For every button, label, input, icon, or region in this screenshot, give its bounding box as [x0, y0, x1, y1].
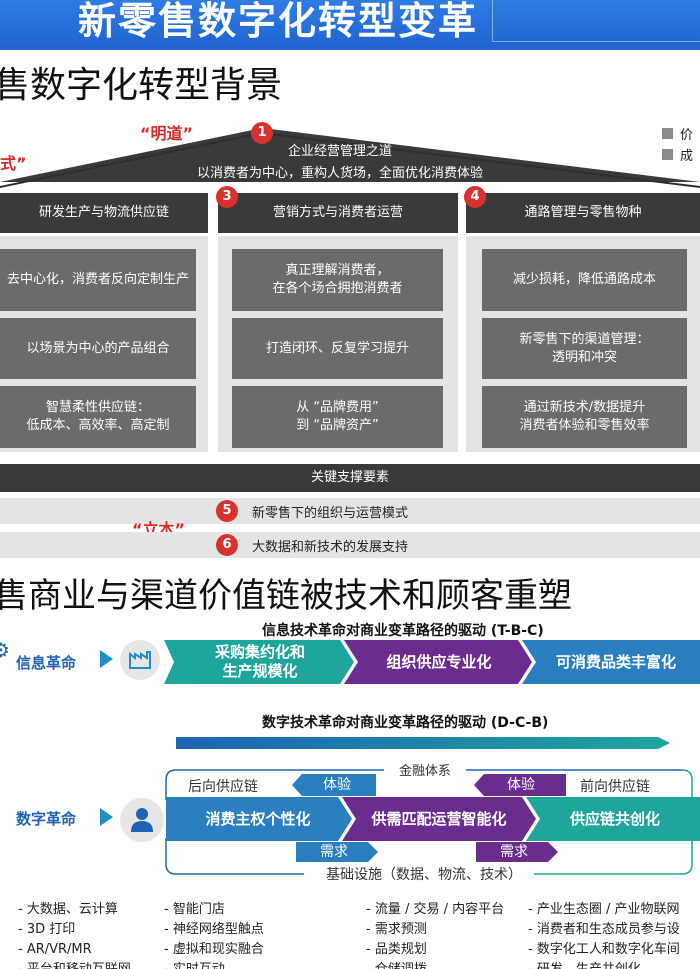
- banner-frame: [492, 0, 700, 42]
- pillar-cell: 通过新技术/数据提升 消费者体验和零售效率: [482, 386, 687, 448]
- digital-long-arrow: [176, 737, 670, 749]
- experience-arrow-right: [474, 774, 566, 796]
- demand-arrow-right: [476, 842, 558, 862]
- back-chain-label: 后向供应链: [188, 779, 258, 795]
- legend-square-1: [662, 128, 673, 139]
- digital-chevron-2: 供需匹配运营智能化: [371, 809, 507, 828]
- front-chain-label: 前向供应链: [580, 779, 650, 795]
- support-title-bar: 关键支撑要素: [0, 464, 700, 492]
- legend-label-2: 成: [680, 149, 694, 164]
- info-chevron-1: 采购集约化和 生产规模化: [214, 643, 305, 680]
- demand-arrow-left: [296, 842, 378, 862]
- digital-revolution-label: 数字革命: [16, 810, 77, 828]
- left-mark-label: 式”: [0, 154, 27, 173]
- list-item: - 数字化工人和数字化车间: [528, 942, 680, 957]
- demand-left-label: 需求: [320, 844, 348, 860]
- user-icon: [131, 808, 153, 832]
- pillar-cell: 从 “品牌费用” 到 “品牌资产”: [232, 386, 443, 448]
- pillar-cell: 以场景为中心的产品组合: [0, 318, 196, 379]
- digital-heading: 数字技术革命对商业变革路径的驱动 (D-C-B): [262, 715, 549, 731]
- list-item: - 实时互动: [164, 960, 264, 969]
- pillar-cell: 新零售下的渠道管理： 透明和冲突: [482, 318, 687, 379]
- roof-title: 企业经营管理之道: [287, 144, 392, 159]
- info-chevrons: [164, 640, 700, 684]
- support-row-bg: [0, 532, 700, 558]
- roof-subtitle: 以消费者为中心，重构人货场，全面优化消费体验: [196, 166, 483, 181]
- operations-list: - 流量 / 交易 / 内容平台 - 需求预测 - 品类规划 - 仓储调拨: [366, 900, 504, 969]
- mingdao-label: “明道”: [140, 124, 194, 143]
- pillar-cell: 减少损耗，降低通路成本: [482, 249, 687, 311]
- list-item: - 需求预测: [366, 922, 427, 937]
- info-revolution-label: 信息革命: [16, 654, 77, 672]
- gear-icon: ⚙: [0, 638, 10, 662]
- info-chevron-2: 组织供应专业化: [386, 652, 492, 671]
- list-item: - 大数据、云计算: [18, 902, 118, 917]
- infrastructure-label: 基础设施（数据、物流、技术）: [326, 867, 522, 883]
- factory-icon: [129, 651, 151, 669]
- top-banner: 新零售数字化转型变革: [0, 0, 700, 50]
- digital-chevron-1: 消费主权个性化: [205, 809, 311, 828]
- number-badge-5: 5: [216, 500, 238, 522]
- support-row-text: 新零售下的组织与运营模式: [252, 506, 409, 521]
- support-row-bg: [0, 498, 700, 524]
- number-badge-4: 4: [464, 186, 486, 208]
- number-badge-3: 3: [216, 186, 238, 208]
- house-roof: [0, 128, 700, 188]
- info-chevron-3: 可消费品类丰富化: [555, 652, 676, 671]
- list-item: - 仓储调拨: [366, 960, 504, 969]
- list-item: - 品类规划: [366, 942, 427, 957]
- factory-icon-bg: [120, 640, 160, 680]
- play-arrow-icon: [100, 808, 113, 826]
- section1-title: 售数字化转型背景: [0, 65, 283, 106]
- number-badge-1: 1: [251, 122, 273, 144]
- finance-label: 金融体系: [398, 764, 451, 779]
- banner-title: 新零售数字化转型变革: [78, 0, 479, 43]
- pillar-head-marketing: 营销方式与消费者运营: [218, 193, 458, 233]
- experience-arrow-left: [292, 774, 376, 796]
- pillar-cell: 打造闭环、反复学习提升: [232, 318, 443, 379]
- pillar-head-supply: 研发生产与物流供应链: [0, 193, 208, 233]
- number-badge-6: 6: [216, 534, 238, 556]
- list-item: - AR/VR/MR: [18, 942, 92, 957]
- pillar-cell: 去中心化，消费者反向定制生产: [0, 249, 196, 311]
- store-list: - 智能门店 - 神经网络型触点 - 虚拟和现实融合 - 实时互动: [164, 900, 264, 969]
- ecosystem-list: - 产业生态圈 / 产业物联网 - 消费者和生态成员参与设 - 数字化工人和数字…: [528, 900, 700, 969]
- section2-title: 售商业与渠道价值链被技术和顾客重塑: [0, 576, 572, 616]
- user-icon-bg: [120, 798, 164, 842]
- tech-list: - 大数据、云计算 - 3D 打印 - AR/VR/MR - 平台和移动互联网: [18, 900, 131, 969]
- legend-label-1: 价: [680, 128, 694, 143]
- list-item: - 研发、生产共创化: [528, 960, 700, 969]
- demand-right-label: 需求: [500, 844, 528, 860]
- list-item: - 产业生态圈 / 产业物联网: [528, 902, 680, 917]
- digital-chevrons: [166, 797, 700, 841]
- pillar-cell: 智慧柔性供应链： 低成本、高效率、高定制: [0, 386, 196, 448]
- list-item: - 智能门店: [164, 902, 225, 917]
- pillar-head-channel: 通路管理与零售物种: [466, 193, 700, 233]
- legend-square-2: [662, 149, 673, 160]
- support-row-text: 大数据和新技术的发展支持: [252, 540, 409, 555]
- pillar-cell: 真正理解消费者， 在各个场合拥抱消费者: [232, 249, 443, 311]
- list-item: - 消费者和生态成员参与设: [528, 922, 680, 937]
- info-heading: 信息技术革命对商业变革路径的驱动 (T-B-C): [262, 623, 544, 639]
- list-item: - 3D 打印: [18, 922, 76, 937]
- digital-frame: [165, 769, 693, 875]
- list-item: - 虚拟和现实融合: [164, 942, 264, 957]
- list-item: - 平台和移动互联网: [18, 960, 131, 969]
- experience-right-label: 体验: [507, 777, 535, 793]
- digital-chevron-3: 供应链共创化: [569, 809, 660, 828]
- list-item: - 流量 / 交易 / 内容平台: [366, 902, 505, 917]
- list-item: - 神经网络型触点: [164, 922, 264, 937]
- experience-left-label: 体验: [323, 777, 351, 793]
- play-arrow-icon: [100, 650, 113, 668]
